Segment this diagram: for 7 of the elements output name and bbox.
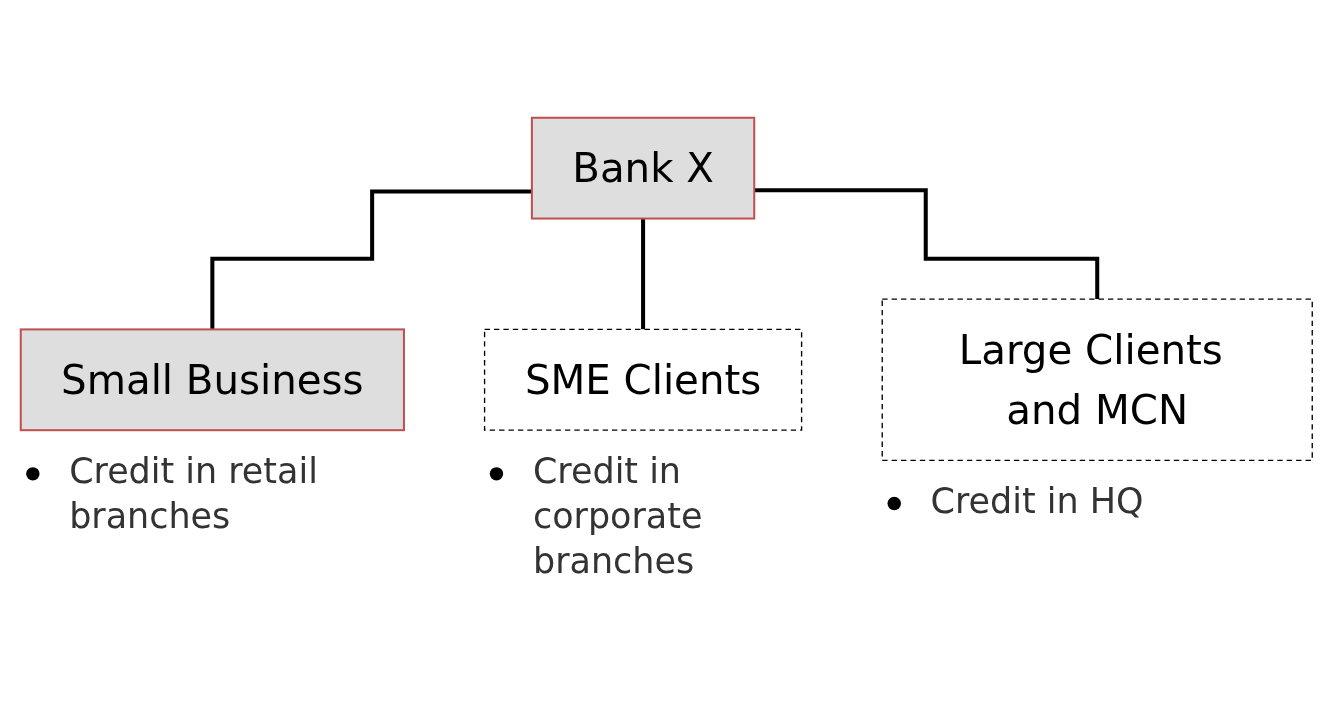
- node-box: Large Clients and MCN: [881, 298, 1313, 461]
- node-box: Small Business: [19, 328, 405, 431]
- node-box: SME Clients: [483, 328, 803, 431]
- node-box: Bank X: [530, 116, 756, 220]
- bullet-text: Credit in HQ: [930, 479, 1144, 523]
- bullet-text: Credit in corporate branches: [532, 449, 704, 584]
- bullet-text: Credit in retail branches: [69, 449, 319, 538]
